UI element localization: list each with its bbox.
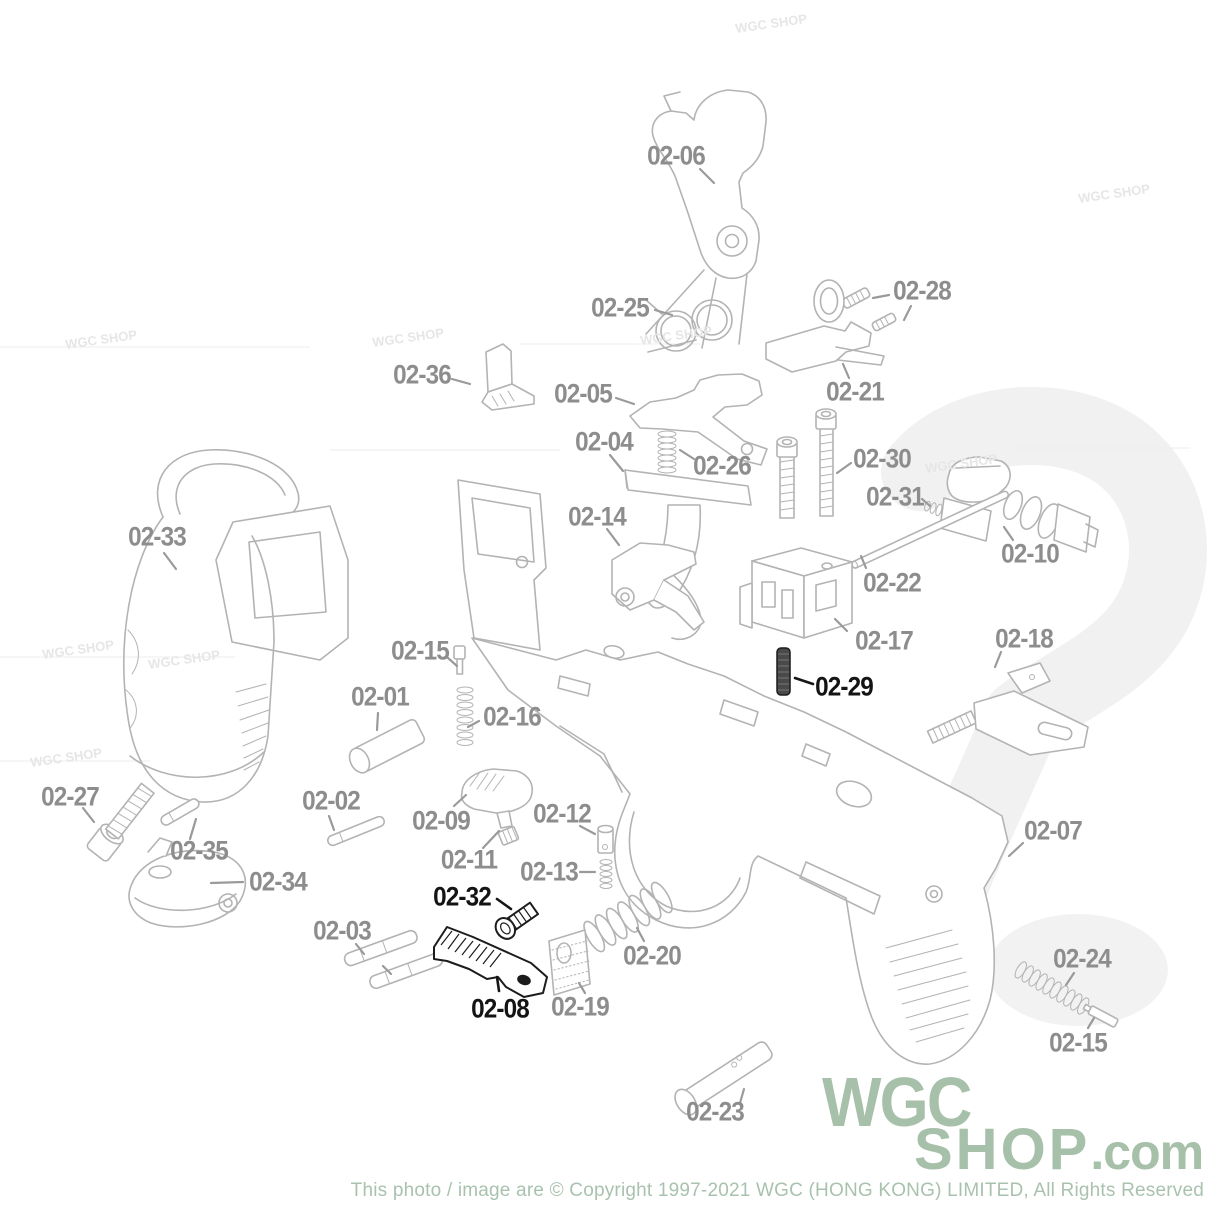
part-02-15a-drawing bbox=[453, 645, 466, 675]
part-label-02-23: 02-23 bbox=[686, 1096, 745, 1127]
part-02-11-drawing bbox=[497, 825, 520, 846]
part-02-07-drawing bbox=[457, 479, 1009, 1065]
part-label-02-05: 02-05 bbox=[554, 378, 613, 409]
part-label-02-21: 02-21 bbox=[826, 376, 885, 407]
part-02-09-drawing bbox=[460, 768, 533, 829]
part-02-16-drawing bbox=[456, 686, 474, 746]
part-02-26-drawing bbox=[657, 430, 677, 474]
part-02-15b-drawing bbox=[1082, 1003, 1119, 1028]
part-02-21-drawing bbox=[765, 279, 885, 373]
part-label-02-31: 02-31 bbox=[866, 481, 925, 512]
part-label-02-24: 02-24 bbox=[1053, 943, 1112, 974]
part-02-17-drawing bbox=[739, 547, 853, 639]
part-label-02-07: 02-07 bbox=[1024, 815, 1083, 846]
part-02-32-drawing bbox=[494, 901, 540, 940]
wgcshop-logo-shop-com: SHOP.com bbox=[914, 1116, 1204, 1183]
part-label-02-36: 02-36 bbox=[393, 359, 452, 390]
part-label-02-03: 02-03 bbox=[313, 915, 372, 946]
part-02-36-drawing bbox=[481, 343, 535, 411]
part-label-02-25: 02-25 bbox=[591, 292, 650, 323]
part-02-20-drawing bbox=[583, 881, 673, 953]
part-label-02-20: 02-20 bbox=[623, 940, 682, 971]
part-label-02-17: 02-17 bbox=[855, 625, 914, 656]
part-02-18-drawing bbox=[926, 662, 1089, 756]
part-label-02-26: 02-26 bbox=[693, 450, 752, 481]
part-label-02-08: 02-08 bbox=[471, 993, 530, 1024]
part-02-24-drawing bbox=[1014, 961, 1090, 1015]
part-label-02-04: 02-04 bbox=[575, 426, 634, 457]
part-label-02-09: 02-09 bbox=[412, 805, 471, 836]
part-02-08-drawing bbox=[433, 926, 548, 998]
part-label-02-16: 02-16 bbox=[483, 701, 542, 732]
wgcshop-logo-wgc: WGC bbox=[822, 1063, 972, 1141]
part-label-02-12: 02-12 bbox=[533, 798, 592, 829]
part-02-28-drawing bbox=[841, 287, 897, 332]
part-02-19-drawing bbox=[548, 929, 591, 996]
part-label-02-27: 02-27 bbox=[41, 781, 100, 812]
copyright-notice: This photo / image are © Copyright 1997-… bbox=[350, 1180, 1204, 1201]
part-label-02-02: 02-02 bbox=[302, 785, 361, 816]
part-02-02-drawing bbox=[327, 815, 385, 847]
part-02-10-drawing bbox=[939, 456, 1099, 553]
part-label-02-15-lower: 02-15 bbox=[1049, 1027, 1108, 1058]
part-02-29-drawing bbox=[776, 647, 791, 696]
part-02-14-drawing bbox=[611, 542, 705, 631]
part-label-02-30: 02-30 bbox=[853, 443, 912, 474]
part-label-02-35: 02-35 bbox=[170, 835, 229, 866]
wgcshop-logo-shop: SHOP bbox=[914, 1117, 1091, 1182]
part-label-02-19: 02-19 bbox=[551, 991, 610, 1022]
part-label-02-34: 02-34 bbox=[249, 866, 308, 897]
part-label-02-11: 02-11 bbox=[440, 844, 498, 875]
leader-lines bbox=[81, 167, 1096, 1105]
part-02-12-drawing bbox=[597, 824, 614, 854]
part-label-02-13: 02-13 bbox=[520, 856, 579, 887]
part-02-27-drawing bbox=[86, 782, 155, 862]
part-02-34-drawing bbox=[128, 837, 247, 928]
part-02-05-drawing bbox=[629, 373, 768, 466]
part-label-02-29: 02-29 bbox=[815, 671, 874, 702]
part-02-01-drawing bbox=[348, 718, 426, 774]
part-02-30-drawing bbox=[776, 408, 837, 519]
part-label-02-15-upper: 02-15 bbox=[391, 635, 450, 666]
part-02-03-drawing bbox=[343, 929, 444, 990]
part-label-02-01: 02-01 bbox=[351, 681, 410, 712]
part-label-02-06: 02-06 bbox=[647, 140, 706, 171]
part-02-35-drawing bbox=[160, 798, 200, 826]
wgcshop-logo-com-suffix: .com bbox=[1090, 1124, 1204, 1180]
part-02-23-drawing bbox=[674, 1041, 773, 1116]
part-02-13-drawing bbox=[599, 859, 613, 889]
part-label-02-14: 02-14 bbox=[568, 501, 627, 532]
part-02-06-drawing bbox=[645, 89, 767, 349]
part-02-25-drawing bbox=[645, 299, 733, 353]
part-label-02-28: 02-28 bbox=[893, 275, 952, 306]
part-02-33-drawing bbox=[123, 449, 349, 803]
part-label-02-10: 02-10 bbox=[1001, 538, 1060, 569]
part-label-02-33: 02-33 bbox=[128, 521, 187, 552]
part-label-02-22: 02-22 bbox=[863, 567, 922, 598]
part-label-02-32: 02-32 bbox=[433, 881, 492, 912]
part-label-02-18: 02-18 bbox=[995, 623, 1054, 654]
